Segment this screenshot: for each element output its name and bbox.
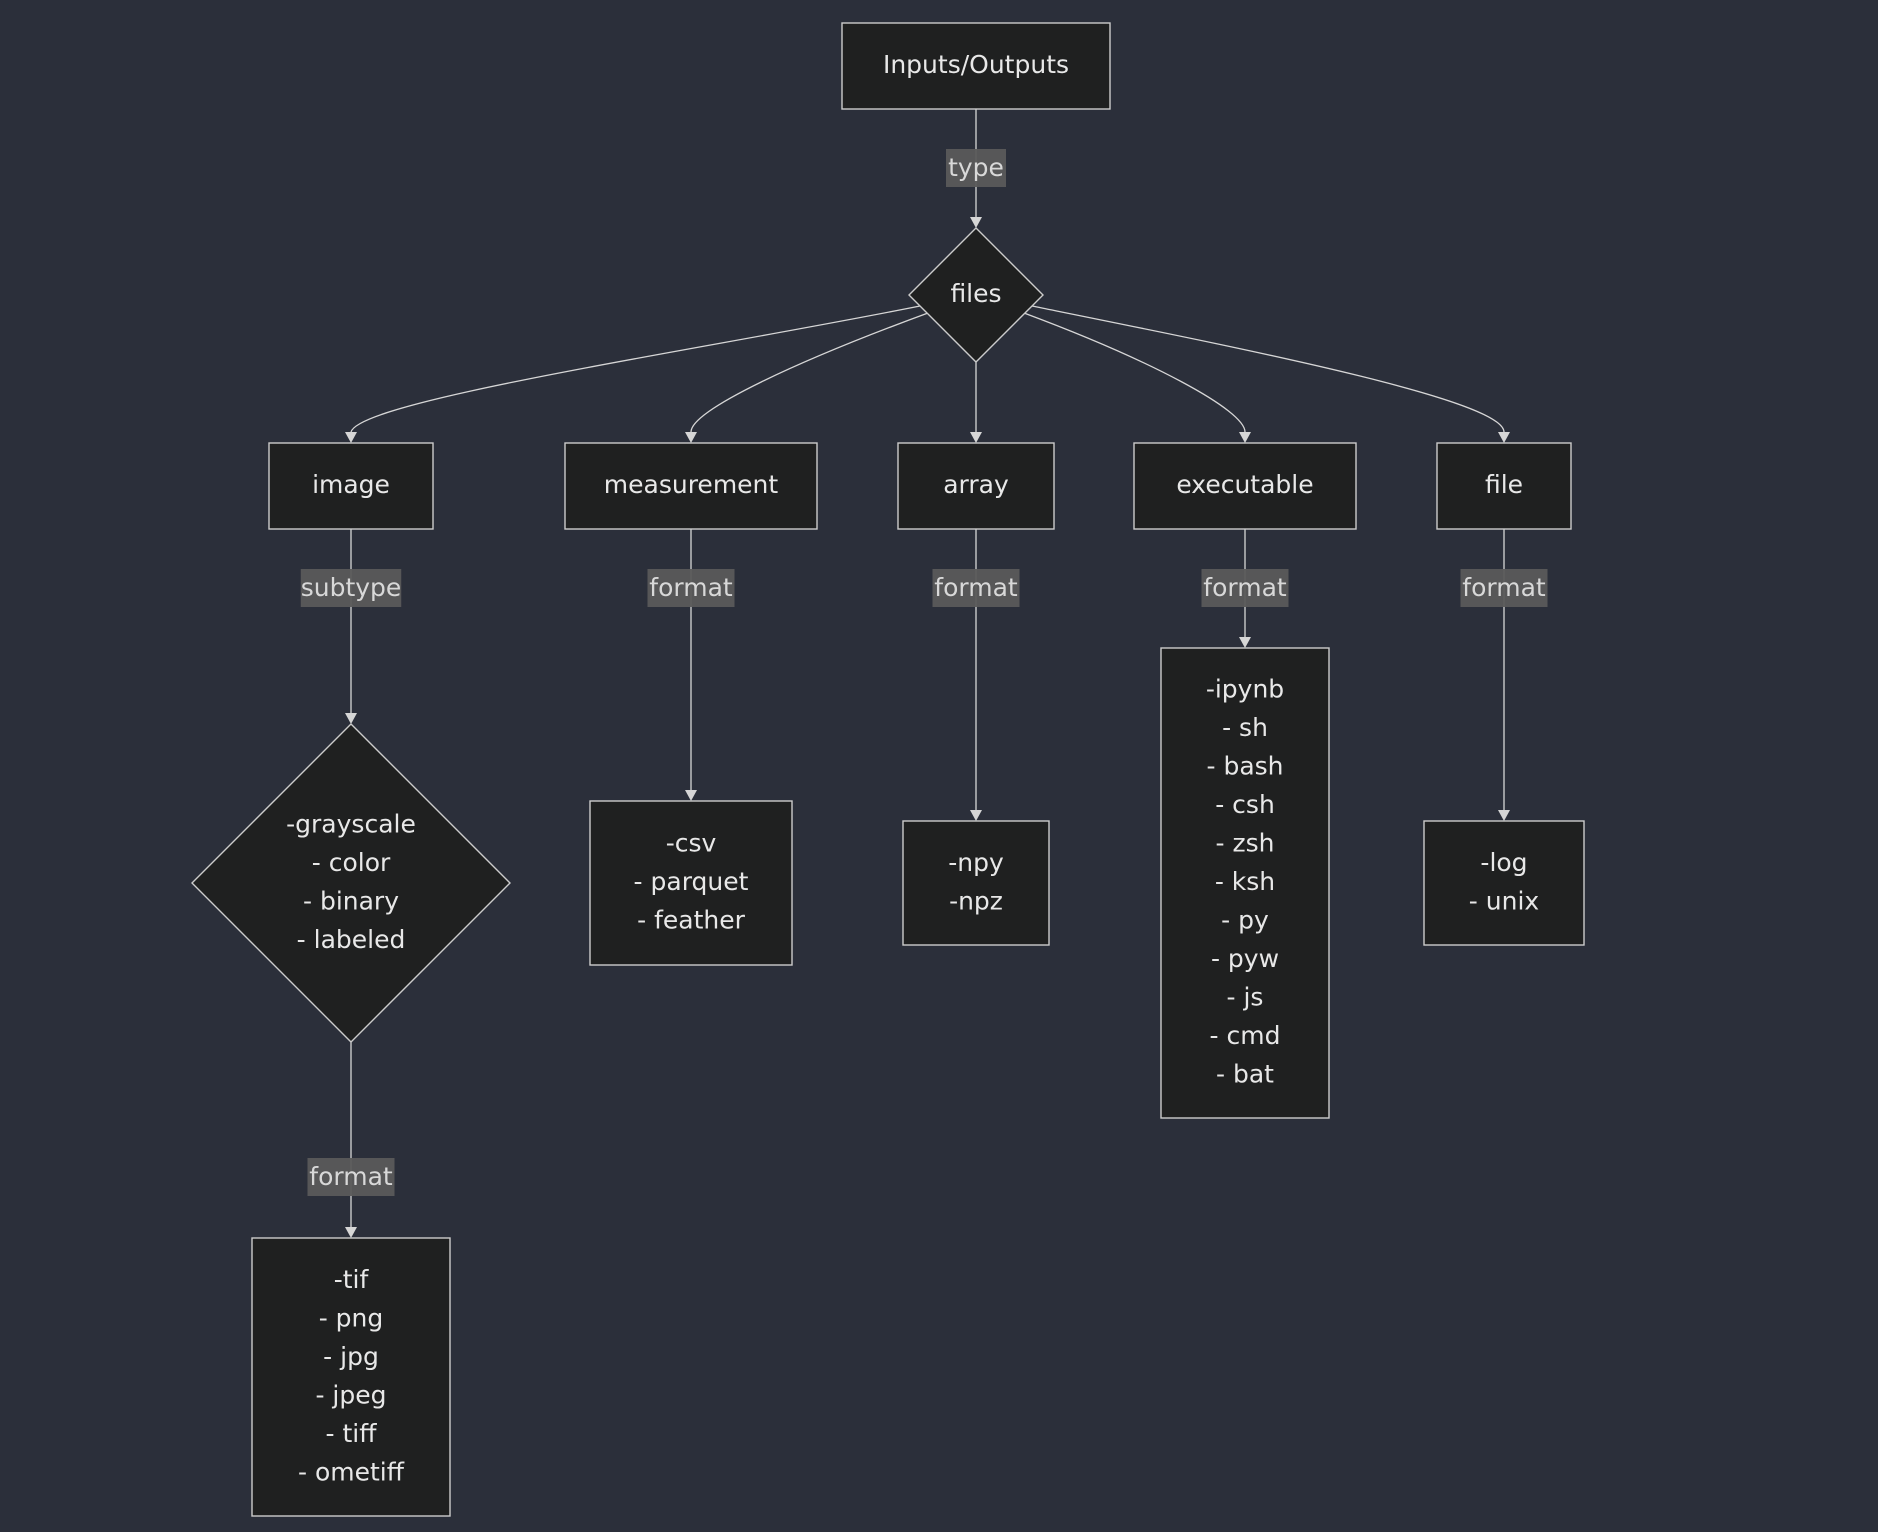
- node-text-line: - unix: [1469, 886, 1539, 915]
- node-text-line: image: [312, 470, 390, 499]
- node-executable: executable: [1133, 442, 1357, 530]
- edge-label-background: [1460, 569, 1548, 607]
- process-box: [1160, 647, 1330, 1119]
- process-box: [1436, 442, 1572, 530]
- edge-label-subtype: subtype: [301, 573, 402, 602]
- process-box: [589, 800, 793, 966]
- arrowhead-measurement_formats: [685, 790, 697, 801]
- edges-layer: [345, 109, 1510, 1238]
- node-image_formats: -tif - png - jpg - jpeg - tiff - ometiff: [251, 1237, 451, 1517]
- node-text-line: - labeled: [297, 925, 406, 954]
- node-image_subtypes: -grayscale - color - binary - labeled: [191, 723, 511, 1043]
- arrowhead-executable_formats: [1239, 637, 1251, 648]
- node-text-line: - tiff: [326, 1419, 378, 1448]
- node-text-line: executable: [1176, 470, 1313, 499]
- decision-diamond: [191, 723, 511, 1043]
- node-text-line: - js: [1227, 983, 1264, 1012]
- arrowhead-measurement: [685, 432, 697, 443]
- node-array: array: [897, 442, 1055, 530]
- edge-files-to-file: [1031, 305, 1505, 433]
- arrowhead-array: [970, 432, 982, 443]
- node-executable_formats: -ipynb - sh - bash - csh - zsh - ksh - py - pyw…: [1160, 647, 1330, 1119]
- edge-label-background: [1201, 569, 1289, 607]
- arrowhead-files: [970, 217, 982, 228]
- arrowhead-executable: [1239, 432, 1251, 443]
- node-text-line: -tif: [334, 1265, 370, 1294]
- node-text-line: file: [1485, 470, 1523, 499]
- node-text-line: - csh: [1215, 790, 1275, 819]
- edge-label-type: type: [948, 153, 1004, 182]
- edge-label-format: format: [309, 1162, 393, 1191]
- node-array_formats: -npy -npz: [902, 820, 1050, 946]
- arrowhead-image_formats: [345, 1227, 357, 1238]
- process-box: [251, 1237, 451, 1517]
- arrowhead-array_formats: [970, 810, 982, 821]
- edge-files-to-executable: [1023, 312, 1246, 433]
- node-text-line: - binary: [303, 886, 399, 915]
- node-file_formats: -log - unix: [1423, 820, 1585, 946]
- node-text-line: - feather: [637, 906, 745, 935]
- node-text-line: - png: [319, 1303, 384, 1332]
- node-files: files: [908, 227, 1044, 363]
- edge-label-background: [300, 569, 402, 607]
- edge-label-background: [946, 149, 1006, 187]
- node-file: file: [1436, 442, 1572, 530]
- node-text-line: measurement: [604, 470, 779, 499]
- process-box: [1133, 442, 1357, 530]
- decision-diamond: [908, 227, 1044, 363]
- node-text-line: - py: [1221, 906, 1269, 935]
- edge-label-format: format: [1203, 573, 1287, 602]
- node-text-line: files: [950, 279, 1001, 308]
- arrowhead-image_subtypes: [345, 713, 357, 724]
- node-measurement_formats: -csv - parquet - feather: [589, 800, 793, 966]
- edge-label-background: [647, 569, 735, 607]
- edge-files-to-image: [350, 305, 921, 433]
- node-measurement: measurement: [564, 442, 818, 530]
- node-text-line: - ometiff: [298, 1457, 405, 1486]
- node-text-line: -ipynb: [1206, 675, 1284, 704]
- node-text-line: - cmd: [1210, 1021, 1281, 1050]
- process-box: [897, 442, 1055, 530]
- node-text-line: - bat: [1216, 1060, 1274, 1089]
- node-text-line: -log: [1480, 848, 1527, 877]
- arrowhead-file: [1498, 432, 1510, 443]
- edge-label-format: format: [649, 573, 733, 602]
- process-box: [902, 820, 1050, 946]
- node-text-line: Inputs/Outputs: [883, 50, 1069, 79]
- node-text-line: - bash: [1206, 752, 1283, 781]
- nodes-layer: Inputs/Outputs files image measurement array…: [191, 22, 1585, 1517]
- edge-labels-layer: type subtype format format format format forma…: [301, 149, 1548, 1196]
- edge-label-format: format: [934, 573, 1018, 602]
- node-text-line: - jpg: [323, 1342, 379, 1371]
- edge-files-to-measurement: [690, 312, 929, 433]
- edge-label-background: [307, 1158, 395, 1196]
- node-text-line: - parquet: [634, 867, 749, 896]
- edge-label-format: format: [1462, 573, 1546, 602]
- process-box: [841, 22, 1111, 110]
- node-text-line: -grayscale: [286, 809, 416, 838]
- node-root: Inputs/Outputs: [841, 22, 1111, 110]
- node-image: image: [268, 442, 434, 530]
- node-text-line: -csv: [666, 829, 717, 858]
- node-text-line: - color: [312, 848, 391, 877]
- arrowhead-file_formats: [1498, 810, 1510, 821]
- process-box: [564, 442, 818, 530]
- edge-label-background: [932, 569, 1020, 607]
- node-text-line: - zsh: [1216, 829, 1275, 858]
- node-text-line: -npz: [949, 886, 1003, 915]
- node-text-line: -npy: [948, 848, 1004, 877]
- process-box: [1423, 820, 1585, 946]
- node-text-line: array: [943, 470, 1009, 499]
- process-box: [268, 442, 434, 530]
- node-text-line: - sh: [1222, 713, 1268, 742]
- node-text-line: - pyw: [1211, 944, 1279, 973]
- arrowhead-image: [345, 432, 357, 443]
- node-text-line: - ksh: [1215, 867, 1275, 896]
- node-text-line: - jpeg: [315, 1380, 386, 1409]
